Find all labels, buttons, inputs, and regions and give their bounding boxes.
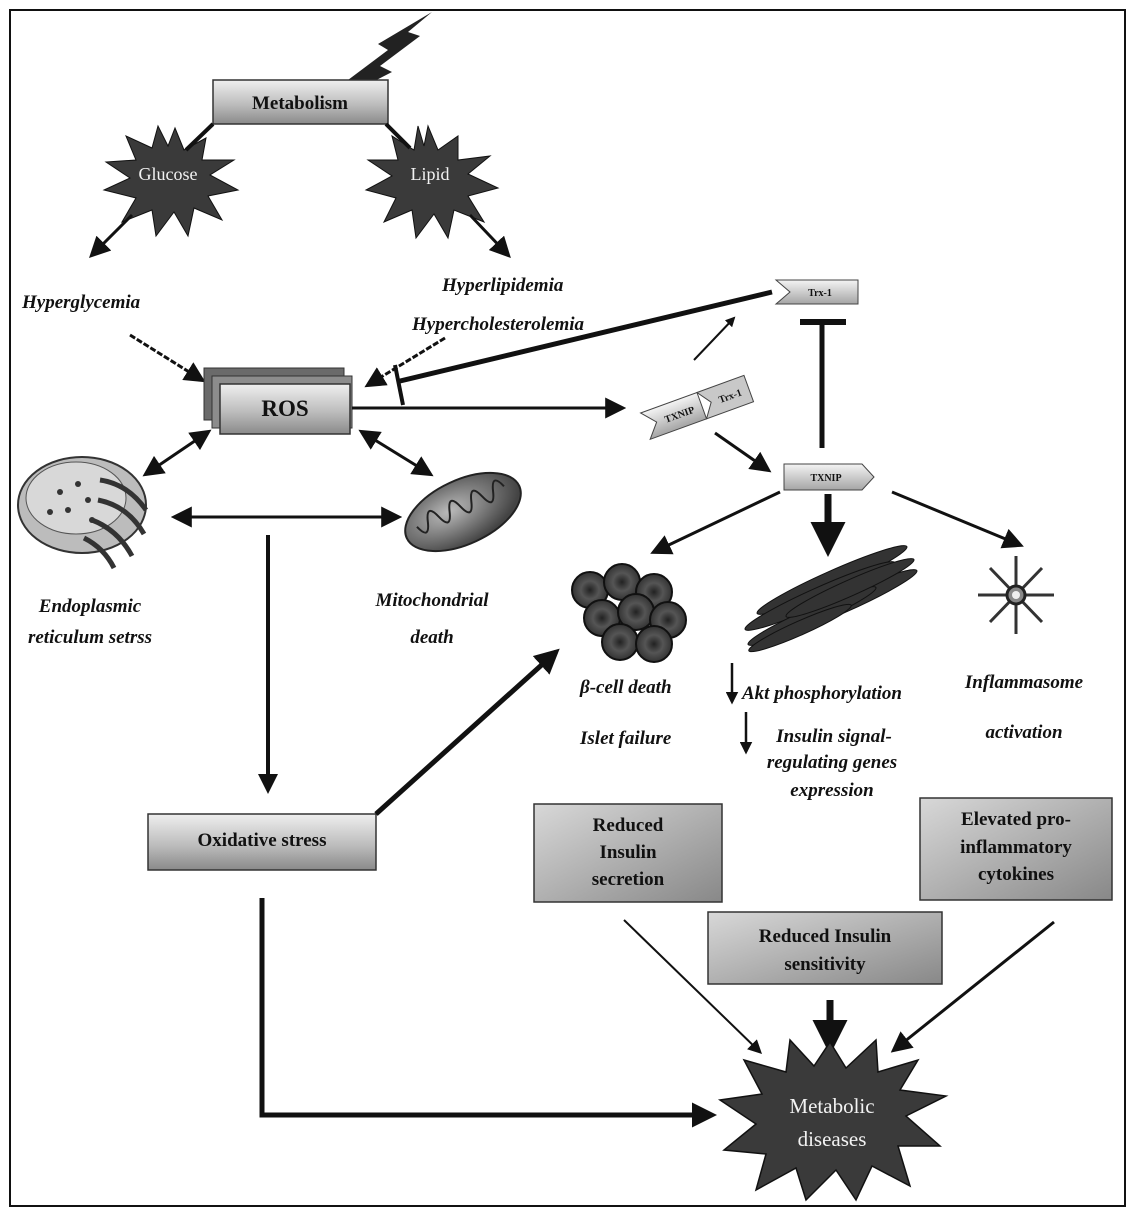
ros-label: ROS [261,396,308,421]
arrow-hyperglycemia-ros [129,333,206,383]
reduced-secretion-line1: Reduced [593,815,664,836]
figure-frame [9,9,1126,1207]
arrow-txnip-betacell [650,490,781,555]
arrow-hyperlipidemia-ros [364,336,446,388]
txnip-trx1-complex: TXNIP Trx-1 [639,374,755,441]
lipid-label: Lipid [411,164,450,184]
reduced-insulin-sensitivity-box: Reduced Insulin sensitivity [707,911,943,985]
arrow-ros-er [142,429,212,477]
metabolic-diseases-line1: Metabolic [789,1094,874,1118]
arrow-cytokines-metabolic [890,920,1055,1053]
mito-death-label-line1: Mitochondrial [375,590,490,611]
arrow-metabolism-lipid [384,122,412,150]
insulin-signal-label-line3: expression [790,780,873,801]
trx1-label: Trx-1 [808,288,832,299]
reduced-sensitivity-line2: sensitivity [784,954,866,975]
glucose-starburst: Glucose [102,124,240,238]
arrow-glucose-hyperglycemia [89,213,134,258]
arrow-secretion-metabolic [623,919,763,1054]
inflammasome-icon [978,556,1054,634]
hyperlipidemia-label: Hyperlipidemia [441,275,564,296]
txnip-tag: TXNIP [783,463,875,491]
endoplasmic-reticulum-icon [17,456,149,570]
elevated-cytokines-line2: inflammatory [960,837,1072,858]
mito-death-label-line2: death [410,627,453,648]
reduced-secretion-line2: Insulin [599,842,656,863]
insulin-signal-label-line1: Insulin signal- [775,726,892,747]
beta-cell-death-label: β-cell death [579,677,672,698]
reduced-sensitivity-line1: Reduced Insulin [759,926,892,947]
metabolic-diseases-line2: diseases [798,1127,867,1151]
txnip-label: TXNIP [810,473,841,484]
inflammasome-label-line1: Inflammasome [964,672,1084,693]
hypercholesterolemia-label: Hypercholesterolemia [411,314,585,335]
oxidative-stress-box: Oxidative stress [147,813,377,871]
arrow-lipid-hyperlipidemia [468,213,511,259]
er-stress-label-line1: Endoplasmic [38,596,142,617]
trx1-inhibit-ros-bar [393,364,405,406]
metabolism-box: Metabolism [212,79,389,125]
trx1-tag: Trx-1 [774,279,859,305]
beta-cell-cluster-icon [571,563,687,663]
arrow-metabolism-glucose [184,122,215,152]
akt-label: Akt phosphorylation [741,683,902,704]
lipid-starburst: Lipid [364,124,500,240]
er-stress-label-line2: reticulum setrss [28,627,152,648]
inflammasome-label-line2: activation [985,722,1062,743]
muscle-cells-icon [744,545,918,653]
mitochondrion-icon [404,471,522,553]
hyperglycemia-label: Hyperglycemia [21,292,141,313]
arrow-ros-mito [358,429,434,477]
glucose-label: Glucose [139,164,198,184]
elevated-cytokines-box: Elevated pro- inflammatory cytokines [919,797,1113,901]
reduced-secretion-line3: secretion [592,869,665,890]
reduced-insulin-secretion-box: Reduced Insulin secretion [533,803,723,903]
elevated-cytokines-line3: cytokines [978,864,1054,885]
oxidative-stress-label: Oxidative stress [198,830,327,851]
metabolic-diseases-starburst: Metabolic diseases [717,1038,949,1202]
elevated-cytokines-line1: Elevated pro- [961,809,1071,830]
arrow-complex-txnip [714,431,772,473]
arrow-oxidative-betacell [374,648,560,816]
islet-failure-label: Islet failure [579,728,672,749]
arrow-oxidative-metabolic [259,898,717,1128]
insulin-signal-label-line2: regulating genes [767,752,897,773]
ros-box: ROS [203,367,353,435]
arrow-complex-trx1 [693,316,736,361]
trx1-inhibit-ros-line [399,289,773,384]
arrow-txnip-inflammasome [891,490,1024,549]
metabolism-label: Metabolism [252,93,348,114]
